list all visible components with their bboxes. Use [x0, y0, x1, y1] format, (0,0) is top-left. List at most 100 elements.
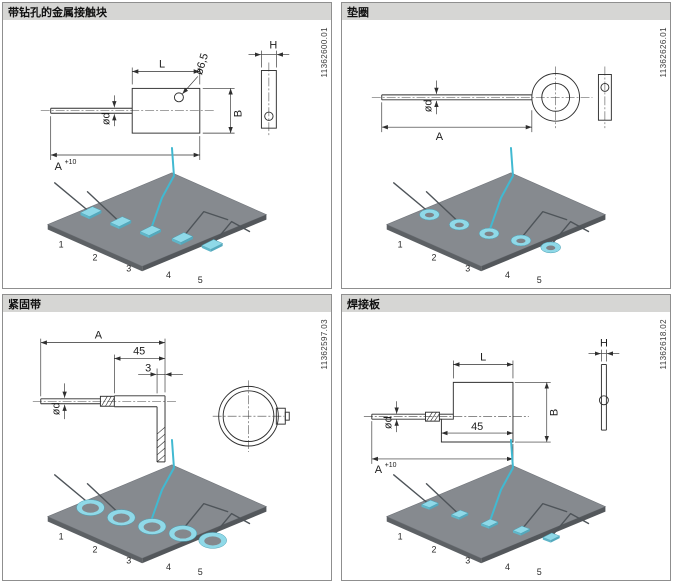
item-number: 4	[166, 270, 171, 280]
wires	[53, 439, 251, 539]
plate-edge-left	[47, 516, 143, 564]
end-view-outline	[260, 70, 277, 129]
item-number: 2	[431, 252, 436, 262]
dim-label-3: 3	[145, 362, 151, 374]
technical-drawing: L ø6,5 ød B A +10 H	[40, 40, 290, 173]
wire-and-plate-outline	[371, 381, 514, 443]
panel-title-bar: 带钻孔的金属接触块	[3, 3, 331, 20]
item-number: 2	[431, 544, 436, 554]
hatching	[426, 412, 440, 422]
part-item	[168, 525, 198, 542]
panel-title: 紧固带	[8, 298, 41, 311]
dim-label-wire-diameter: ød	[422, 100, 434, 113]
product-photo: 1 2 3 4 5	[46, 439, 268, 577]
product-photo: 1 2 3 4 5	[46, 147, 268, 285]
item-numbers: 1 2 3 4 5	[59, 239, 203, 285]
dim-label-A: A	[55, 161, 63, 173]
item-number: 4	[166, 562, 171, 572]
dim-label-hole-diameter: ø6,5	[193, 52, 211, 76]
plate-edge-right	[142, 214, 267, 272]
panel-fastening-band: 紧固带 11362597.03	[2, 294, 332, 581]
panel-contact-block: 带钻孔的金属接触块 11362600.01	[2, 2, 332, 289]
plate-edge-right	[481, 214, 606, 272]
part-item	[419, 208, 440, 221]
dimension-lines	[40, 338, 183, 420]
dim-label-45: 45	[471, 421, 483, 433]
contact-block-outline	[131, 87, 201, 134]
drill-hole	[173, 92, 184, 103]
weld-projection	[598, 395, 609, 406]
product-photo: 1 2 3 4 5	[385, 147, 607, 285]
item-numbers: 1 2 3 4 5	[398, 531, 542, 577]
dim-label-A-tolerance: +10	[385, 462, 397, 469]
item-number: 5	[198, 275, 203, 285]
part-item	[540, 241, 562, 254]
part-item	[448, 218, 470, 231]
item-number: 5	[198, 567, 203, 577]
wire-and-block-outline	[50, 87, 201, 134]
panel-welding-plate: 焊接板 11362618.02	[341, 294, 671, 581]
washer-figure: ød A	[371, 66, 612, 285]
panel-title: 带钻孔的金属接触块	[8, 6, 107, 19]
item-number: 1	[398, 239, 403, 249]
item-number: 1	[398, 531, 403, 541]
dim-label-L: L	[159, 59, 165, 71]
plate-edge-left	[386, 516, 482, 564]
dim-label-A: A	[375, 464, 383, 476]
item-number: 2	[92, 544, 97, 554]
panel-title-bar: 垫圈	[342, 3, 670, 20]
fastening-band-figure: A 45 3 ød	[32, 330, 290, 577]
band-ring-view	[218, 385, 290, 447]
product-photo: 1 2 3 4 5	[385, 439, 607, 577]
part-item	[76, 499, 105, 517]
dim-label-wire-diameter: ød	[100, 112, 112, 125]
panel-washer: 垫圈 11362626.01	[341, 2, 671, 289]
dimension-lines	[50, 50, 290, 160]
base-plate	[385, 172, 607, 267]
dim-label-A-tolerance: +10	[65, 159, 77, 166]
dim-label-B: B	[233, 110, 245, 117]
panel-title-bar: 紧固带	[3, 295, 331, 312]
contact-block-figure: L ø6,5 ød B A +10 H	[40, 40, 290, 285]
wires	[53, 147, 251, 247]
item-number: 4	[505, 270, 510, 280]
technical-drawing: L ød B 45 A +10 H	[363, 338, 620, 476]
panel-title: 焊接板	[347, 298, 380, 311]
item-number: 2	[92, 252, 97, 262]
dim-label-H: H	[269, 40, 277, 52]
technical-drawing: A 45 3 ød	[32, 330, 290, 463]
item-number: 3	[126, 555, 131, 565]
dim-label-wire-diameter: ød	[383, 416, 395, 429]
plate-edge-right	[481, 506, 606, 564]
wires	[392, 439, 590, 539]
item-number: 5	[537, 567, 542, 577]
part-item	[478, 227, 500, 240]
hatching	[101, 396, 166, 463]
dim-label-H: H	[600, 338, 608, 350]
technical-drawing: ød A	[371, 66, 612, 143]
base-plate	[385, 464, 607, 559]
panel-title: 垫圈	[347, 6, 369, 19]
part-item	[510, 234, 532, 247]
dim-label-L: L	[480, 352, 486, 364]
plate-edge-left	[386, 224, 482, 272]
washer-hole	[541, 82, 571, 112]
dim-label-45: 45	[133, 346, 145, 358]
item-number: 3	[465, 555, 470, 565]
item-number: 1	[59, 531, 64, 541]
washer-outer	[531, 73, 581, 122]
plate-edge-left	[47, 224, 143, 272]
wire-and-ring-outline	[381, 73, 581, 122]
item-number: 5	[537, 275, 542, 285]
wires	[392, 147, 590, 247]
welding-plate-figure: L ød B 45 A +10 H	[363, 338, 620, 577]
side-view-outline	[598, 364, 609, 431]
panel-title-bar: 焊接板	[342, 295, 670, 312]
part-item	[137, 518, 167, 535]
wire-and-band-outline	[40, 395, 166, 463]
item-number: 4	[505, 562, 510, 572]
part-item	[106, 509, 136, 527]
item-number: 3	[465, 263, 470, 273]
plate-outline	[440, 381, 514, 443]
